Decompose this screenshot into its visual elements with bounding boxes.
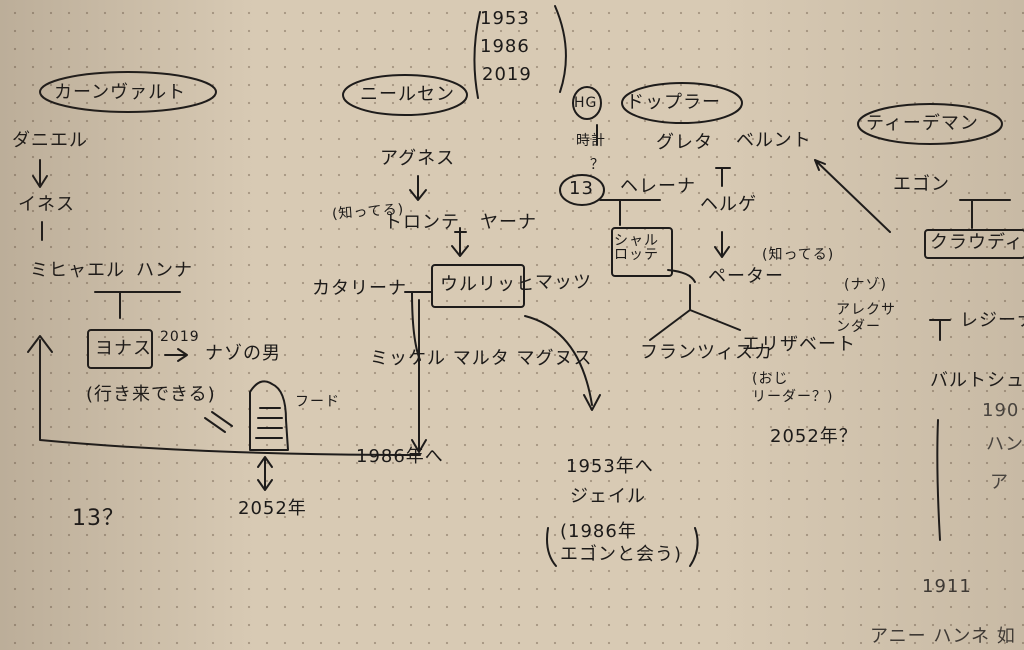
to-1986: 1986年へ (356, 446, 444, 467)
year-1953: 1953 (480, 8, 530, 29)
name-helge: ヘルゲ (700, 194, 757, 215)
hood-figure (249, 380, 289, 451)
doppler-ellipse (621, 82, 743, 124)
name-regina: レジーナ (960, 310, 1024, 331)
name-bernd: ベルント (736, 130, 812, 151)
name-elisabeth: エリザベート (742, 334, 856, 355)
kahnwald-ellipse (39, 71, 217, 113)
jonas-year-2019: 2019 (160, 329, 200, 345)
arrow-daniel-ines (32, 159, 48, 188)
name-ines: イネス (18, 194, 75, 215)
kahnwald-year-2052: 2052年 (238, 498, 307, 519)
name-daniel: ダニエル (12, 130, 88, 151)
name-peter: ペーター (708, 266, 784, 287)
name-egon: エゴン (893, 174, 950, 195)
charlotte-box (611, 227, 673, 277)
clock-label: 時計 (576, 133, 606, 149)
claudia-box (924, 229, 1024, 259)
hg-label: HG (574, 95, 598, 111)
jonas-box (87, 329, 153, 369)
meets-egon-note: (1986年 エゴンと会う) (560, 521, 683, 566)
name-charlotte: シャルロッテ (614, 233, 659, 263)
name-ulrich: ウルリッヒ (440, 274, 535, 295)
family-tiedemann: ティーデマン (866, 113, 979, 134)
age-note: 13？ (72, 506, 125, 531)
name-michael: ミヒャエル (30, 260, 125, 281)
nielsen-ellipse (342, 74, 468, 116)
partial-190: 190 (982, 400, 1020, 421)
year-1986: 1986 (480, 36, 530, 57)
year-2019: 2019 (482, 64, 532, 85)
year-1911: 1911 (922, 576, 972, 597)
to-1953: 1953年へ (566, 456, 654, 477)
family-kahnwald: カーンヴァルト (54, 82, 187, 103)
leader-note: (おじ リーダー？) (752, 371, 834, 406)
hg-circle (572, 86, 602, 120)
name-greta: グレタ (656, 132, 713, 153)
thirteen-label: 13 (569, 178, 594, 199)
bottom-names: アニー ハンネ 如 (870, 626, 1016, 647)
name-franziska: フランツィスカ (640, 342, 773, 363)
name-agnes: アグネス (380, 148, 456, 169)
name-helene: ヘレーナ (620, 176, 696, 197)
name-tronte: トロンテ (384, 212, 460, 233)
mystery-man: ナゾの男 (205, 343, 281, 364)
tiedemann-ellipse (857, 103, 1003, 145)
name-jana: ヤーナ (480, 212, 537, 233)
name-claudia: クラウディア (930, 232, 1024, 253)
doppler-knows: (知ってる) (762, 247, 835, 263)
name-jonas: ヨナス (95, 338, 152, 359)
name-mads: マッツ (535, 272, 592, 293)
name-aleksander: アレクサンダー (836, 302, 896, 335)
nielsen-children: ミッケル マルタ マグヌス (370, 348, 593, 369)
partial-a: ア (990, 472, 1009, 493)
jail-label: ジェイル (570, 486, 646, 507)
ulrich-box (431, 264, 525, 308)
years-bracket (473, 5, 567, 99)
partial-han: ハン (986, 434, 1024, 455)
hood-label: フード (295, 394, 340, 410)
time-travel-note: (行き来できる) (86, 384, 216, 405)
thirteen-circle (559, 174, 605, 206)
doppler-year-2052: 2052年？ (770, 426, 858, 447)
timeline-arrow (27, 335, 421, 456)
question-mark: ？ (590, 157, 605, 173)
name-bartosz: バルトシュ (930, 370, 1024, 391)
name-hannah: ハンナ (136, 260, 193, 281)
mystery-note: (ナゾ) (844, 277, 887, 293)
family-doppler: ドップラー (626, 92, 721, 113)
name-katharina: カタリーナ (312, 278, 407, 299)
family-nielsen: ニールセン (360, 84, 455, 105)
